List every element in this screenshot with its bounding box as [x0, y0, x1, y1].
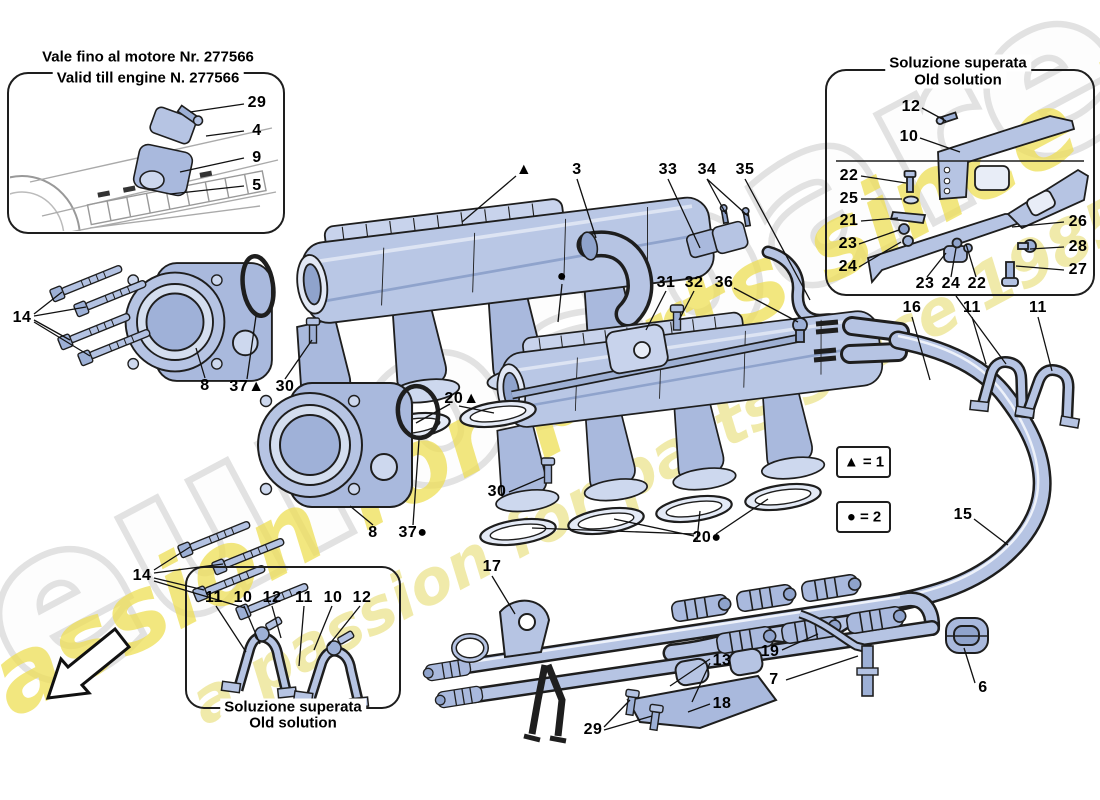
callout-14[interactable]: 14: [132, 567, 152, 584]
callout-●[interactable]: ●: [556, 268, 568, 285]
callout-11[interactable]: 11: [295, 589, 313, 606]
leader-lines: [33, 103, 1065, 731]
callout-13[interactable]: 13: [712, 652, 732, 669]
inset-sensor-art: [132, 104, 204, 197]
callout-25[interactable]: 25: [839, 190, 859, 207]
callout-10[interactable]: 10: [899, 128, 919, 145]
callout-20▲[interactable]: 20▲: [444, 390, 480, 407]
callout-11[interactable]: 11: [1029, 299, 1047, 316]
callout-35[interactable]: 35: [735, 161, 755, 178]
callout-8[interactable]: 8: [200, 377, 210, 394]
callout-31[interactable]: 31: [656, 274, 676, 291]
callout-7[interactable]: 7: [769, 671, 779, 688]
throttle-body-1: [124, 262, 273, 382]
o-ring-2: [395, 383, 441, 441]
callout-6[interactable]: 6: [978, 679, 988, 696]
callout-22[interactable]: 22: [967, 275, 987, 292]
throttle-body-2: [257, 382, 413, 508]
callout-8[interactable]: 8: [368, 524, 378, 541]
callout-33[interactable]: 33: [658, 161, 678, 178]
callout-15[interactable]: 15: [953, 506, 973, 523]
air-elbow-hose: [576, 230, 654, 328]
callout-26[interactable]: 26: [1068, 213, 1088, 230]
callout-24[interactable]: 24: [838, 258, 858, 275]
callout-12[interactable]: 12: [901, 98, 921, 115]
legend-triangle-label: ▲ = 1: [843, 453, 885, 471]
callout-36[interactable]: 36: [714, 274, 734, 291]
old-clamps-art: [220, 616, 370, 709]
callout-24[interactable]: 24: [941, 275, 961, 292]
callout-27[interactable]: 27: [1068, 261, 1088, 278]
sensor-plate-31: [605, 304, 808, 375]
inset-engine-art: [10, 104, 279, 231]
callout-32[interactable]: 32: [684, 274, 704, 291]
callout-9[interactable]: 9: [252, 149, 262, 166]
valid-till-title-line1: Vale fino al motore Nr. 277566: [38, 48, 258, 66]
callout-12[interactable]: 12: [352, 589, 372, 606]
callout-4[interactable]: 4: [252, 122, 262, 139]
direction-arrow: [45, 626, 132, 700]
o-ring-1: [240, 253, 276, 319]
old-solution-top-title-line1: Soluzione superata: [885, 54, 1031, 72]
callout-19[interactable]: 19: [760, 643, 780, 660]
old-solution-bottom-caption-line1: Soluzione superata: [220, 698, 366, 716]
callout-10[interactable]: 10: [233, 589, 253, 606]
callout-11[interactable]: 11: [963, 299, 981, 316]
bracket-17: [498, 599, 551, 659]
hanger-fork: [523, 663, 567, 744]
legend-box-triangle: [836, 446, 891, 478]
old-solution-top-title-line2: Old solution: [910, 71, 1006, 89]
fuel-rail-assembly: [421, 572, 989, 744]
callout-16[interactable]: 16: [902, 299, 922, 316]
callout-18[interactable]: 18: [712, 695, 732, 712]
callout-5[interactable]: 5: [252, 177, 262, 194]
old-solution-bottom-caption-line2: Old solution: [245, 714, 341, 732]
grommet-6: [945, 617, 989, 654]
bracket-19: [798, 609, 879, 697]
callout-37▲[interactable]: 37▲: [229, 378, 265, 395]
legend-box-dot: [836, 501, 891, 533]
callout-▲[interactable]: ▲: [515, 161, 533, 178]
callout-22[interactable]: 22: [839, 167, 859, 184]
callout-3[interactable]: 3: [572, 161, 582, 178]
callout-29[interactable]: 29: [583, 721, 603, 738]
callout-30[interactable]: 30: [487, 483, 507, 500]
callout-12[interactable]: 12: [262, 589, 282, 606]
callout-29[interactable]: 29: [247, 94, 267, 111]
valid-till-title-line2: Valid till engine N. 277566: [52, 69, 244, 87]
callout-11[interactable]: 11: [205, 589, 223, 606]
callout-10[interactable]: 10: [323, 589, 343, 606]
callout-37●[interactable]: 37●: [398, 524, 428, 541]
callout-28[interactable]: 28: [1068, 238, 1088, 255]
callout-23[interactable]: 23: [915, 275, 935, 292]
callout-30[interactable]: 30: [275, 378, 295, 395]
callout-23[interactable]: 23: [838, 235, 858, 252]
old-solution-art: [836, 111, 1089, 287]
callout-21[interactable]: 21: [839, 212, 859, 229]
callout-20●[interactable]: 20●: [692, 529, 722, 546]
callout-17[interactable]: 17: [482, 558, 502, 575]
callout-34[interactable]: 34: [697, 161, 717, 178]
legend-dot-label: ● = 2: [846, 508, 882, 526]
callout-14[interactable]: 14: [12, 309, 32, 326]
